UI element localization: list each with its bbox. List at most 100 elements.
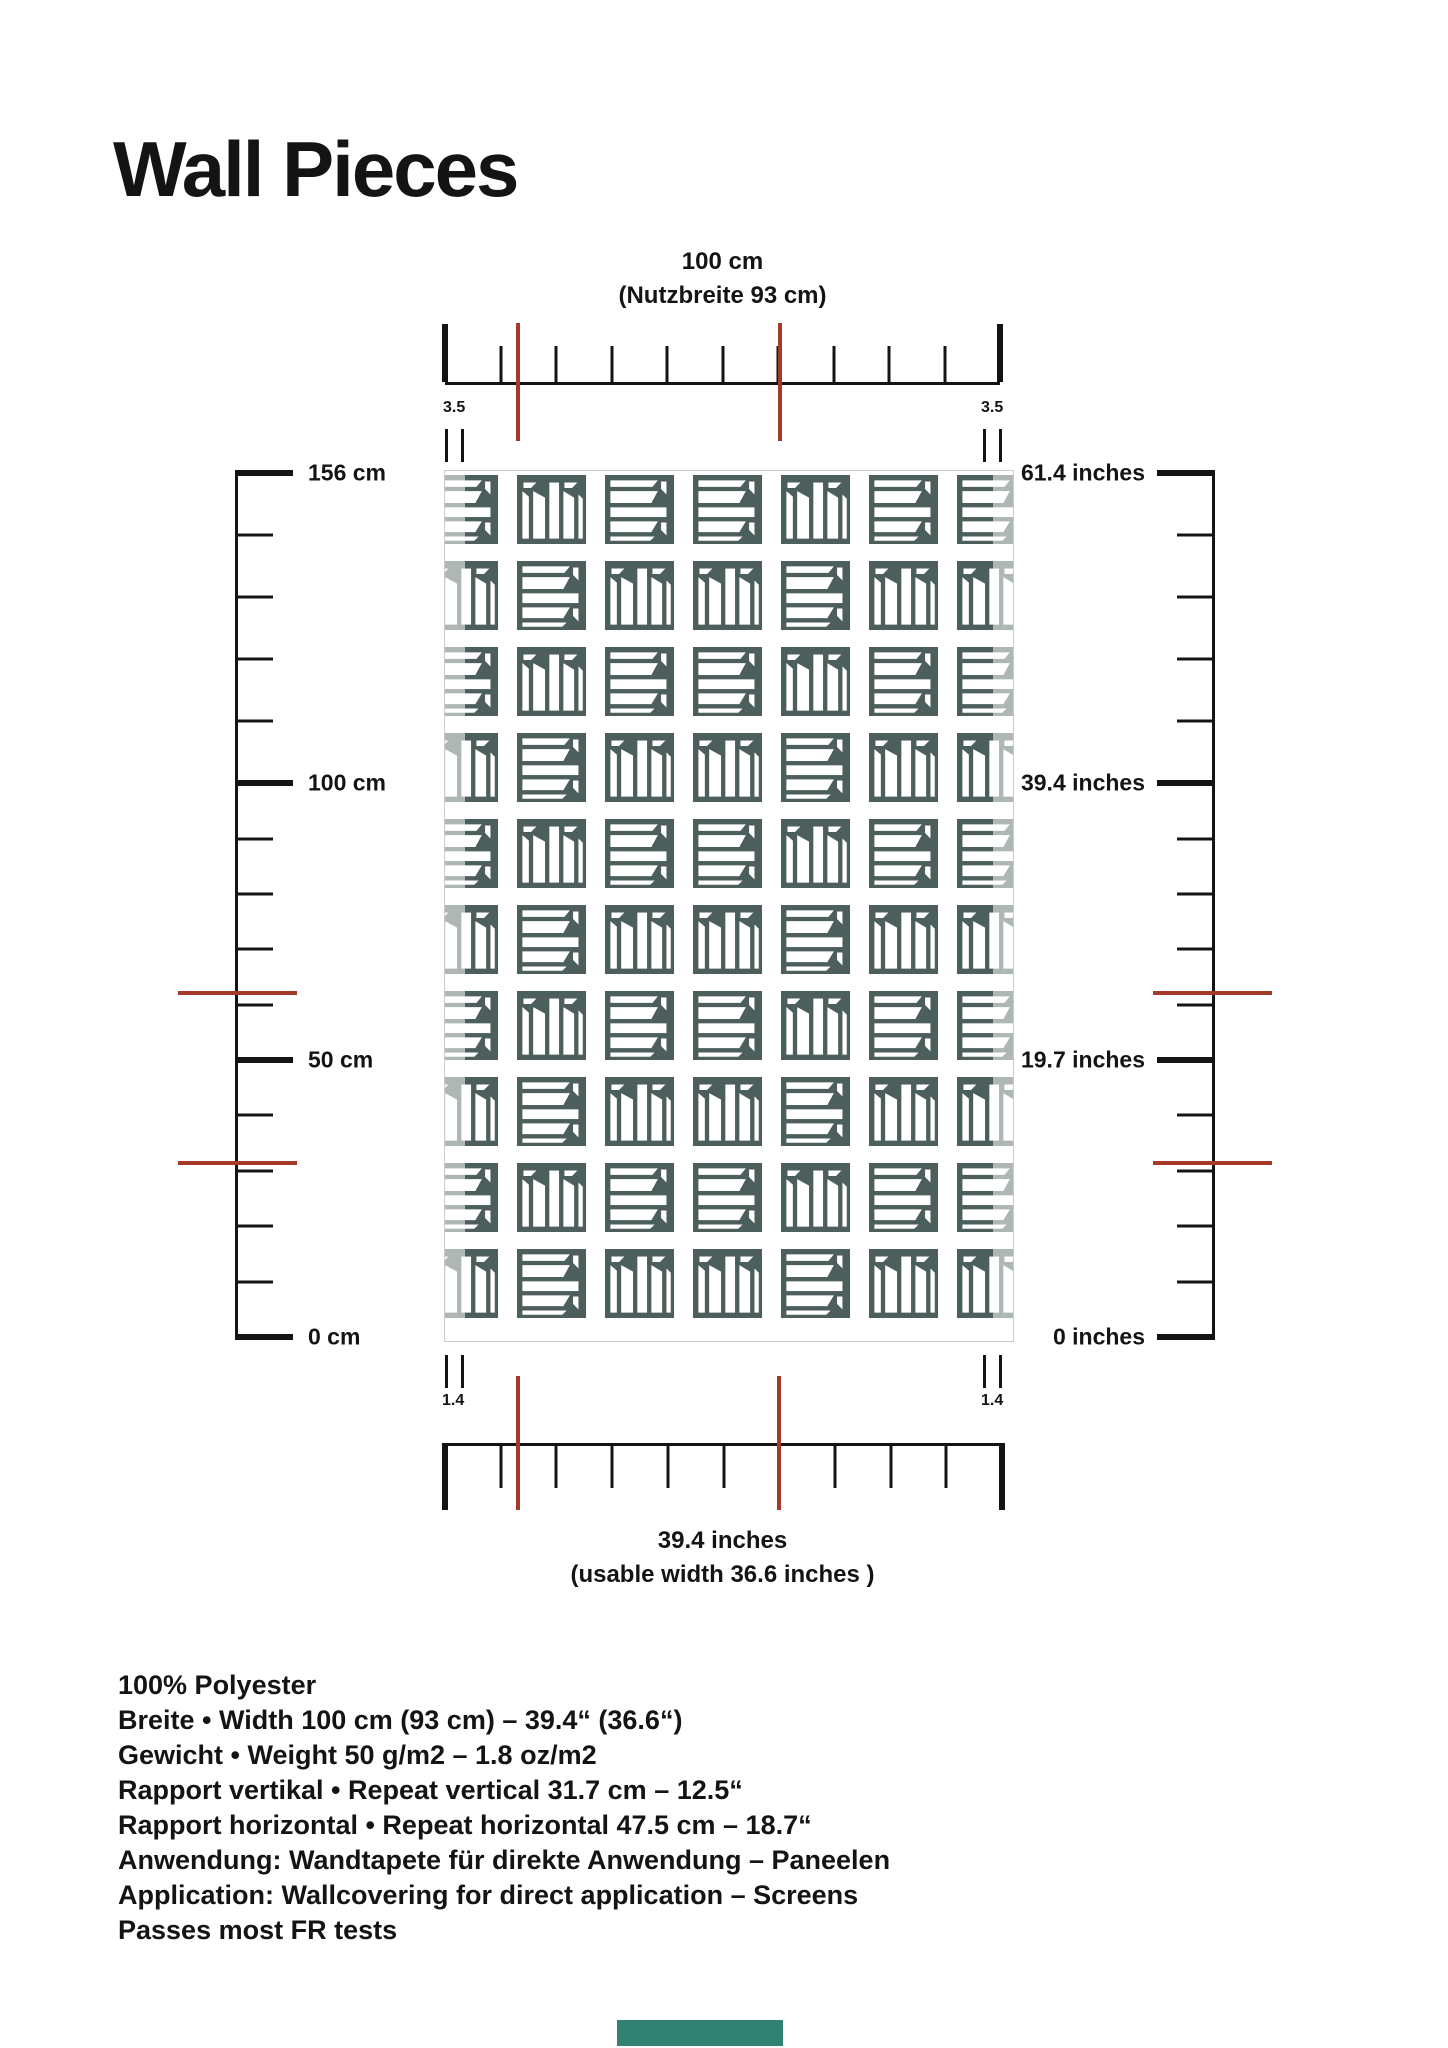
pattern-tile-horizontal	[781, 733, 850, 802]
ruler-tick	[554, 1443, 558, 1488]
spec-line: Application: Wallcovering for direct app…	[118, 1880, 859, 1910]
selvedge-fade-right	[993, 471, 1013, 1341]
ruler-tick	[999, 1443, 1005, 1510]
ruler-tick	[889, 1443, 893, 1488]
pattern-tile-horizontal	[605, 647, 674, 716]
top-ruler	[442, 323, 1003, 441]
pattern-tile-vertical	[693, 1249, 762, 1318]
pattern-tile-vertical	[693, 905, 762, 974]
ruler-major-tick	[1157, 1057, 1215, 1064]
ruler-minor-tick	[1177, 595, 1215, 599]
pattern-tile-vertical	[869, 561, 938, 630]
trim-width-label-bottom-left: 1.4	[442, 1392, 465, 1409]
ruler-tick	[833, 1443, 837, 1488]
pattern-tile-horizontal	[869, 647, 938, 716]
repeat-mark	[1153, 991, 1272, 996]
ruler-tick	[944, 1443, 948, 1488]
spec-line: Anwendung: Wandtapete für direkte Anwend…	[118, 1845, 891, 1875]
pattern-tile-vertical	[605, 905, 674, 974]
ruler-tick	[610, 346, 613, 382]
pattern-tile-vertical	[869, 1249, 938, 1318]
top-ruler-label-line2: (Nutzbreite 93 cm)	[618, 282, 827, 309]
ruler-tick	[887, 346, 891, 382]
pattern-tile-horizontal	[781, 561, 850, 630]
pattern-tile-vertical	[781, 475, 850, 544]
ruler-label: 100 cm	[308, 769, 387, 796]
ruler-tick	[832, 346, 835, 382]
ruler-minor-tick	[235, 595, 273, 599]
pattern-tile-horizontal	[605, 819, 674, 888]
repeat-mark	[777, 1376, 782, 1510]
ruler-minor-tick	[1177, 1169, 1215, 1173]
ruler-minor-tick	[235, 837, 273, 841]
ruler-minor-tick	[235, 533, 273, 537]
ruler-minor-tick	[235, 719, 273, 723]
ruler-minor-tick	[1177, 1113, 1215, 1117]
spec-line: Rapport vertikal • Repeat vertical 31.7 …	[118, 1775, 743, 1805]
pattern-tile-horizontal	[517, 1249, 586, 1318]
ruler-major-tick	[1157, 470, 1215, 476]
trim-width-label-top-right: 3.5	[981, 399, 1004, 416]
pattern-tile-horizontal	[781, 1077, 850, 1146]
bottom-ruler-label-line1: 39.4 inches	[657, 1527, 788, 1554]
ruler-minor-tick	[1177, 892, 1215, 896]
ruler-minor-tick	[235, 1280, 273, 1284]
ruler-minor-tick	[1177, 657, 1215, 661]
ruler-minor-tick	[235, 892, 273, 896]
ruler-tick	[442, 324, 448, 382]
pattern-tile-vertical	[605, 561, 674, 630]
ruler-major-tick	[1157, 1334, 1215, 1340]
ruler-line	[1212, 471, 1215, 1339]
pattern-tile-vertical	[781, 819, 850, 888]
ruler-tick	[666, 1443, 670, 1488]
spec-line: 100% Polyester	[118, 1670, 317, 1700]
repeat-mark	[777, 323, 782, 441]
pattern-tile-vertical	[605, 733, 674, 802]
ruler-tick	[499, 346, 502, 382]
pattern-tile-horizontal	[869, 1163, 938, 1232]
pattern-tile-horizontal	[605, 991, 674, 1060]
trim-tick	[999, 1355, 1002, 1388]
pattern-tile-vertical	[869, 1077, 938, 1146]
pattern-tile-horizontal	[693, 475, 762, 544]
bottom-ruler-label-line2: (usable width 36.6 inches )	[570, 1561, 875, 1588]
repeat-mark	[515, 323, 520, 441]
ruler-label: 0 cm	[308, 1323, 361, 1350]
pattern-tile-vertical	[693, 733, 762, 802]
ruler-minor-tick	[1177, 1280, 1215, 1284]
pattern-tile-horizontal	[517, 905, 586, 974]
pattern-tile-vertical	[517, 647, 586, 716]
pattern-tile-vertical	[781, 647, 850, 716]
ruler-tick	[997, 324, 1003, 382]
trim-tick	[445, 1355, 448, 1388]
trim-tick	[461, 429, 464, 462]
bottom-ruler	[442, 1376, 1005, 1510]
ruler-tick	[442, 1443, 448, 1510]
pattern-tile-vertical	[781, 991, 850, 1060]
bottom-ruler-label: 39.4 inches (usable width 36.6 inches )	[445, 1524, 1000, 1592]
ruler-label: 50 cm	[308, 1046, 374, 1073]
trim-width-label-top-left: 3.5	[443, 399, 466, 416]
ruler-minor-tick	[1177, 719, 1215, 723]
repeat-mark	[1153, 1160, 1272, 1165]
trim-tick	[983, 429, 986, 462]
ruler-tick	[665, 346, 669, 382]
pattern-tile-horizontal	[693, 647, 762, 716]
ruler-minor-tick	[1177, 837, 1215, 841]
pattern-tile-horizontal	[781, 905, 850, 974]
pattern-tile-vertical	[517, 991, 586, 1060]
ruler-minor-tick	[235, 657, 273, 661]
wallcovering-swatch	[445, 471, 1013, 1341]
top-ruler-label-line1: 100 cm	[681, 248, 764, 275]
ruler-minor-tick	[1177, 947, 1215, 951]
spec-line: Rapport horizontal • Repeat horizontal 4…	[118, 1810, 812, 1840]
ruler-tick	[943, 346, 946, 382]
pattern-tile-horizontal	[869, 819, 938, 888]
pattern-tile-vertical	[517, 819, 586, 888]
ruler-label: 61.4 inches	[1020, 459, 1145, 486]
pattern-tile-vertical	[605, 1077, 674, 1146]
ruler-tick	[722, 1443, 725, 1488]
trim-tick	[445, 429, 448, 462]
